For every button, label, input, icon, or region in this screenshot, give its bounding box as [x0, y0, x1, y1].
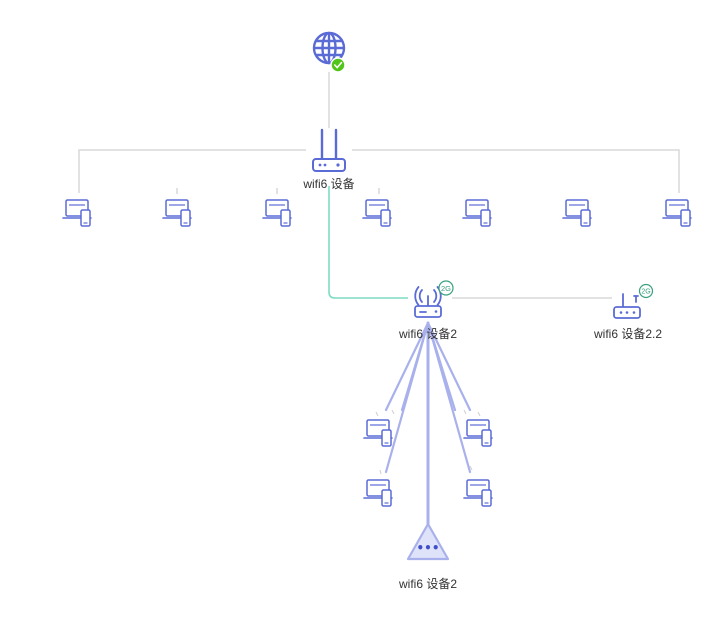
sub-router-node[interactable]: 2G — [414, 280, 454, 318]
star-link — [384, 321, 430, 474]
wired-links — [78, 72, 680, 299]
dash-marks — [375, 409, 481, 475]
laptop-phone-icon[interactable] — [662, 199, 692, 227]
laptop-phone-icon[interactable] — [363, 479, 393, 507]
dash-mark — [379, 469, 382, 475]
band-badge-text: 2G — [441, 284, 451, 293]
laptop-phone-icon[interactable] — [463, 479, 493, 507]
check-badge-icon — [330, 57, 346, 73]
laptop-phone-icon[interactable] — [363, 419, 393, 447]
star-link — [426, 321, 472, 474]
dash-mark — [391, 409, 395, 415]
more-dots: ••• — [416, 541, 439, 555]
laptop-phone-icon[interactable] — [162, 199, 192, 227]
dash-mark — [469, 465, 473, 471]
cluster-label: wifi6 设备2 — [398, 577, 458, 591]
ap-label: wifi6 设备2.2 — [593, 327, 663, 341]
access-point-icon — [613, 293, 641, 319]
star-link — [426, 321, 472, 412]
band-badge: 2G — [438, 280, 454, 296]
ap-node[interactable]: 2G — [613, 283, 654, 319]
laptop-phone-icon[interactable] — [463, 419, 493, 447]
band-badge-text: 2G — [641, 289, 650, 296]
link-router-sub-wireless — [328, 186, 408, 299]
link-router-bus-left — [78, 149, 306, 193]
sub-router-label: wifi6 设备2 — [398, 327, 458, 341]
main-router-node[interactable] — [312, 128, 346, 172]
star-links — [384, 321, 472, 529]
router-icon — [312, 128, 346, 172]
laptop-phone-icon[interactable] — [362, 199, 392, 227]
laptop-phone-icon[interactable] — [262, 199, 292, 227]
cluster-node[interactable]: ••• — [406, 522, 450, 561]
star-link — [384, 321, 430, 412]
laptop-phone-icon[interactable] — [462, 199, 492, 227]
link-router-bus-right — [352, 149, 680, 193]
triangle-cluster-icon — [406, 522, 450, 561]
laptop-phone-icon[interactable] — [62, 199, 92, 227]
globe-icon — [312, 31, 346, 65]
dash-mark — [463, 409, 467, 415]
dash-mark — [477, 411, 481, 417]
mesh-node-icon — [414, 286, 442, 318]
main-router-label: wifi6 设备 — [303, 177, 355, 191]
internet-node[interactable] — [312, 31, 346, 73]
dash-mark — [375, 411, 379, 417]
laptop-phone-icon[interactable] — [562, 199, 592, 227]
band-badge: 2G — [638, 283, 654, 299]
client-row — [62, 199, 692, 227]
